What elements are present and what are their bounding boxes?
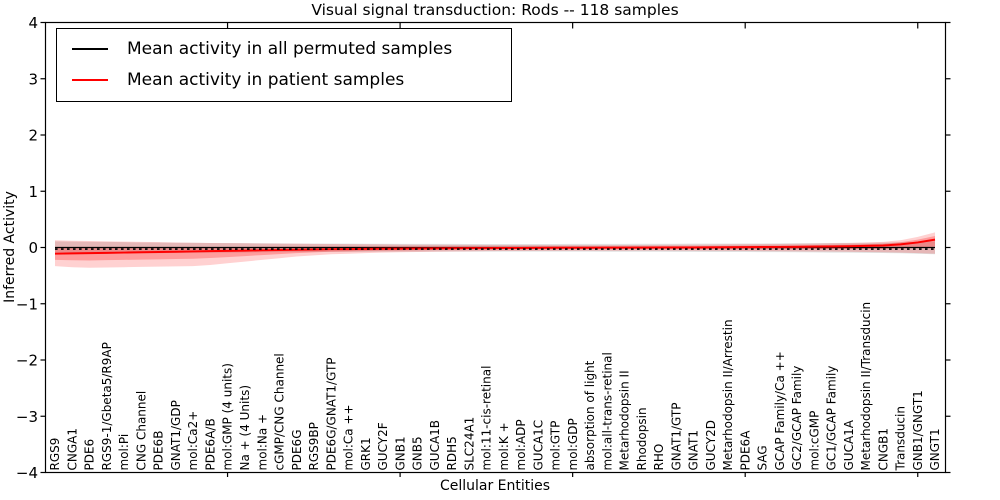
chart-title: Visual signal transduction: Rods -- 118 … — [311, 1, 679, 19]
x-tick-label: PDE6A/B — [203, 418, 217, 470]
x-tick-label: mol:11-cis-retinal — [480, 366, 494, 471]
x-tick-label: PDE6 — [83, 439, 97, 471]
x-tick-label: GRK1 — [359, 437, 373, 470]
y-tick-label: −4 — [16, 464, 38, 482]
x-tick-label: GNGT1 — [928, 428, 942, 470]
x-tick-label: mol:ADP — [514, 419, 528, 470]
x-tick-label: GNAT1/GTP — [669, 403, 683, 471]
x-tick-label: cGMP/CNG Channel — [273, 353, 287, 470]
x-tick-label: GUCA1C — [531, 420, 545, 471]
x-tick-label: GUCA1B — [428, 420, 442, 471]
x-tick-label: GCAP Family/Ca ++ — [773, 351, 787, 470]
x-tick-label: absorption of light — [583, 360, 597, 470]
x-tick-label: Metarhodopsin II/Arrestin — [721, 319, 735, 470]
x-tick-label: mol:Pi — [117, 434, 131, 471]
x-tick-label: RDH5 — [445, 436, 459, 470]
x-axis-label: Cellular Entities — [439, 478, 551, 494]
y-tick-label: 1 — [28, 183, 38, 201]
x-tick-label: GNAT1 — [687, 430, 701, 471]
x-tick-label: CNGA1 — [65, 428, 79, 471]
x-tick-label: mol:Ca ++ — [342, 404, 356, 470]
x-tick-label: Na + (4 Units) — [238, 385, 252, 471]
x-tick-label: Metarhodopsin II — [618, 370, 632, 470]
x-tick-label: PDE6G/GNAT1/GTP — [324, 357, 338, 470]
x-tick-label: mol:Ca2+ — [186, 411, 200, 471]
y-tick-label: −1 — [16, 295, 38, 313]
x-tick-label: mol:GTP — [549, 421, 563, 471]
x-tick-label: GNB1/GNGT1 — [911, 390, 925, 470]
legend-line-sample-permuted — [72, 47, 108, 50]
x-tick-label: mol:Na + — [255, 414, 269, 471]
x-tick-label: GC2/GCAP Family — [790, 366, 804, 471]
legend-label-permuted: Mean activity in all permuted samples — [127, 38, 453, 59]
x-tick-label: GNB5 — [411, 436, 425, 470]
x-tick-label: mol:GMP (4 units) — [221, 363, 235, 470]
y-tick-label: 4 — [28, 14, 38, 32]
y-tick-label: 2 — [28, 127, 38, 145]
y-axis-label: Inferred Activity — [2, 191, 18, 303]
x-tick-label: GNB1 — [393, 436, 407, 470]
legend-entry-patient: Mean activity in patient samples — [57, 64, 511, 95]
x-tick-label: GC1/GCAP Family — [825, 366, 839, 471]
series-line-patient — [54, 238, 936, 255]
x-tick-label: GUCA1A — [842, 419, 856, 470]
x-tick-label: GNAT1/GDP — [169, 400, 183, 470]
y-tick-label: 0 — [28, 239, 38, 257]
x-tick-label: mol:cGMP — [807, 411, 821, 471]
x-tick-label: mol:K + — [497, 422, 511, 470]
x-tick-label: RGS9-1/Gbeta5/R9AP — [100, 342, 114, 470]
x-tick-label: mol:all-trans-retinal — [600, 352, 614, 470]
x-tick-label: Rhodopsin — [635, 407, 649, 470]
band-patient-samples-range-outer — [55, 232, 935, 268]
x-tick-label: PDE6B — [152, 431, 166, 471]
x-tick-label: CNGB1 — [876, 428, 890, 471]
x-tick-label: RHO — [652, 444, 666, 471]
x-tick-label: GUCY2D — [704, 420, 718, 470]
x-tick-label: mol:GDP — [566, 418, 580, 470]
y-tick-label: −2 — [16, 352, 38, 370]
x-tick-label: Transducin — [894, 406, 908, 471]
x-tick-label: GUCY2F — [376, 422, 390, 470]
legend-line-sample-patient — [72, 78, 108, 81]
x-tick-label: PDE6A — [738, 430, 752, 471]
legend: Mean activity in all permuted samples Me… — [56, 28, 512, 102]
legend-label-patient: Mean activity in patient samples — [127, 69, 405, 90]
x-tick-label: PDE6G — [290, 430, 304, 471]
x-tick-label: Metarhodopsin II/Transducin — [859, 302, 873, 471]
y-tick-label: 3 — [28, 70, 38, 88]
x-tick-label: RGS9 — [48, 438, 62, 471]
x-tick-label: SLC24A1 — [462, 417, 476, 471]
x-tick-label: SAG — [756, 445, 770, 470]
y-tick-label: −3 — [16, 408, 38, 426]
x-tick-label: RGS9BP — [307, 422, 321, 470]
x-tick-label: CNG Channel — [134, 391, 148, 471]
legend-entry-permuted: Mean activity in all permuted samples — [57, 33, 511, 64]
